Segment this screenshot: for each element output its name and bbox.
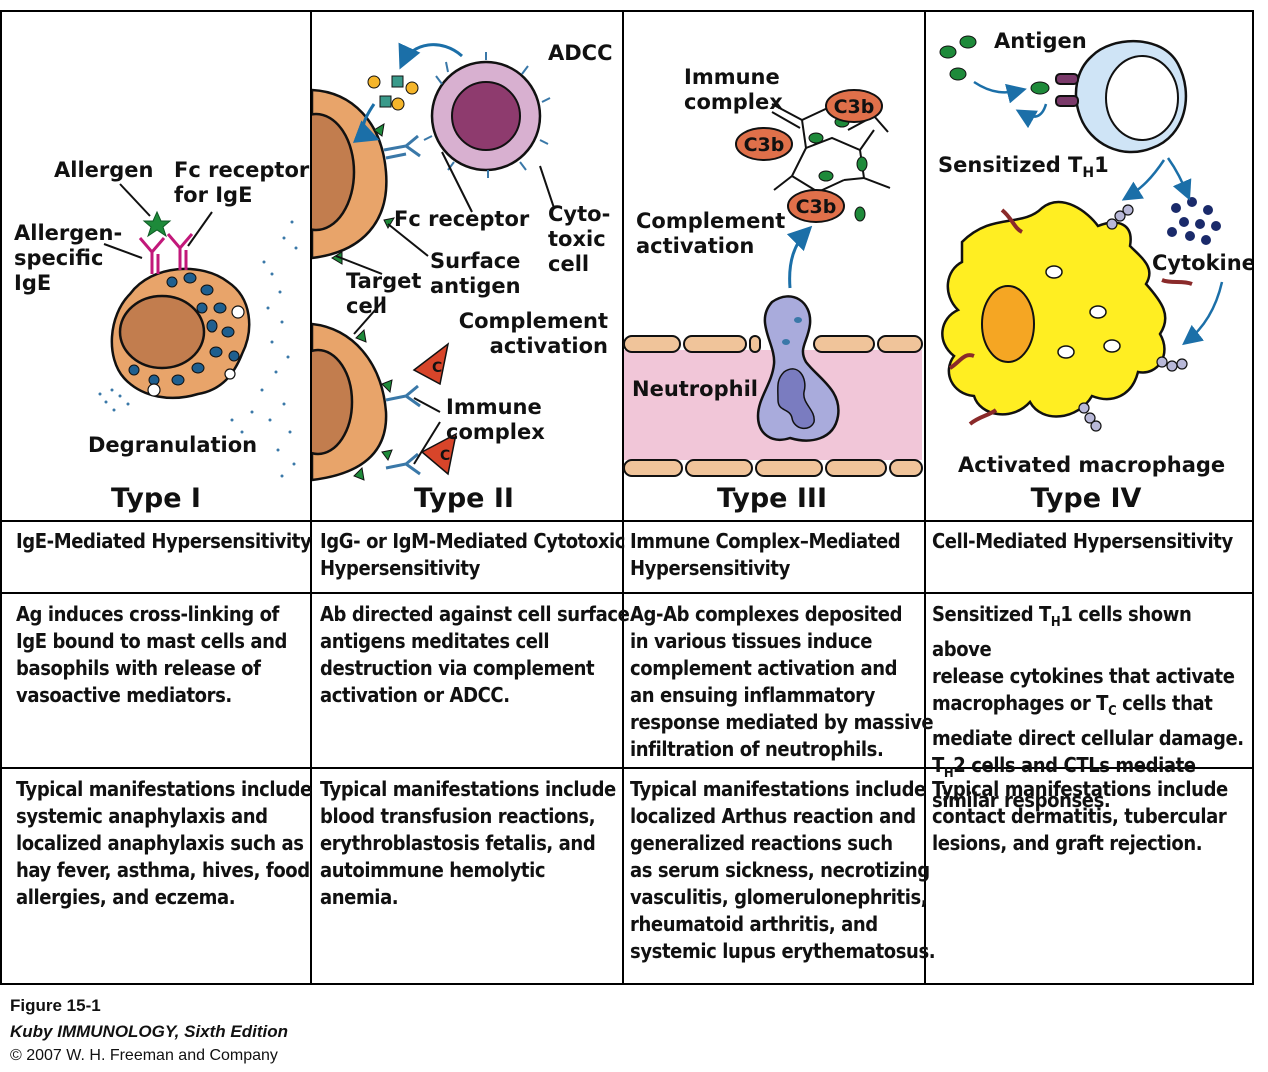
label-immune-complex: Immune xyxy=(446,395,542,419)
endothelium-bottom xyxy=(623,459,923,477)
label-cytotoxic-line3: cell xyxy=(548,252,589,276)
exocytosis-vesicles xyxy=(147,305,245,397)
type4-title: Type IV xyxy=(1031,483,1142,514)
label-activated-macrophage: Activated macrophage xyxy=(958,453,1225,477)
cytokine-receptor xyxy=(1078,204,1188,432)
c3b-molecules: C3b C3b C3b xyxy=(735,89,883,223)
label-c3b: C3b xyxy=(834,96,875,118)
fc-receptor xyxy=(423,52,551,178)
mechanism-type4: Sensitized TH1 cells shown above release… xyxy=(932,602,1244,812)
label-immune-complex: Immune xyxy=(684,65,780,89)
cytokine-dots xyxy=(1167,197,1221,245)
ige-antibody xyxy=(138,233,194,274)
row-name-type4: Cell-Mediated Hypersensitivity xyxy=(932,529,1233,553)
granules xyxy=(128,272,240,386)
mechanism-type2: Ab directed against cell surface antigen… xyxy=(320,602,630,707)
label-c3b: C3b xyxy=(796,196,837,218)
surface-antigen xyxy=(331,123,396,481)
label-complement-line2: activation xyxy=(636,234,754,258)
activated-macrophage xyxy=(941,200,1167,418)
type3-illustration: C3b C3b C3b Immune complex Complement ac… xyxy=(623,65,923,514)
adcc-arrow xyxy=(398,42,464,70)
cytotoxic-granules xyxy=(367,75,419,111)
granule-arrow xyxy=(352,103,380,143)
row-name-type1: IgE-Mediated Hypersensitivity xyxy=(16,529,312,553)
macrophage-vesicles xyxy=(1045,265,1121,359)
th1-nucleus xyxy=(1105,55,1179,141)
row-divider xyxy=(2,592,1252,594)
label-immune-complex-line2: complex xyxy=(684,90,783,114)
svg-text:C: C xyxy=(432,360,442,376)
type3-title: Type III xyxy=(717,483,827,514)
label-allergen-specific: Allergen- xyxy=(14,221,122,245)
row-name-type3: Immune Complex–Mediated Hypersensitivity xyxy=(630,529,901,580)
manifestations-type2: Typical manifestations include blood tra… xyxy=(320,777,616,909)
label-fc-receptor: Fc receptor xyxy=(394,207,530,231)
label-surface-antigen-line2: antigen xyxy=(430,274,521,298)
label-complement-line2: activation xyxy=(490,334,608,358)
manifestations-type1: Typical manifestations include systemic … xyxy=(16,777,312,909)
mechanism-type3: Ag-Ab complexes deposited in various tis… xyxy=(630,602,934,761)
cytotoxic-cell-nucleus xyxy=(451,81,521,151)
row-name-type2: IgG- or IgM-Mediated Cytotoxic Hypersens… xyxy=(320,529,626,580)
figure-number: Figure 15-1 xyxy=(10,996,101,1015)
book-title: Kuby IMMUNOLOGY, Sixth Edition xyxy=(10,1022,288,1041)
copyright-notice: © 2007 W. H. Freeman and Company xyxy=(10,1047,278,1064)
hypersensitivity-figure: Allergen Fc receptor for IgE Allergen- s… xyxy=(0,10,1254,985)
complement-c: C C xyxy=(412,342,458,476)
target-cell-nucleus xyxy=(312,112,356,232)
manifestations-type3: Typical manifestations include localized… xyxy=(630,777,936,963)
type2-illustration: C C ADCC Fc receptor Cyto- toxic cell Su… xyxy=(312,41,613,514)
label-cytotoxic-line2: toxic xyxy=(548,227,606,251)
type1-title: Type I xyxy=(111,483,201,514)
label-allergen-specific-line3: IgE xyxy=(14,271,51,295)
label-target-cell: Target xyxy=(346,269,421,293)
mast-cell-nucleus xyxy=(118,294,206,370)
macrophage-receptor xyxy=(948,208,1193,426)
label-allergen-specific-line2: specific xyxy=(14,246,103,270)
illustration-row: Allergen Fc receptor for IgE Allergen- s… xyxy=(14,29,1252,514)
macrophage-nucleus xyxy=(981,285,1035,363)
label-complement: Complement xyxy=(636,209,785,233)
label-antigen: Antigen xyxy=(994,29,1087,53)
label-c3b: C3b xyxy=(744,134,785,156)
label-surface-antigen: Surface xyxy=(430,249,520,273)
type4-illustration: Antigen Sensitized TH1 Cytokines Activat… xyxy=(938,29,1252,514)
column-divider xyxy=(622,12,624,983)
svg-text:C: C xyxy=(440,448,450,464)
label-degranulation: Degranulation xyxy=(88,433,257,457)
type1-illustration: Allergen Fc receptor for IgE Allergen- s… xyxy=(14,158,310,514)
allergen-icon xyxy=(142,210,172,238)
degranulation-dots xyxy=(98,220,298,478)
neutrophil-nucleus xyxy=(777,368,815,430)
label-complement: Complement xyxy=(459,309,608,333)
row-divider xyxy=(2,767,1252,769)
label-cytokines: Cytokines xyxy=(1152,251,1252,275)
label-target-cell-line2: cell xyxy=(346,294,387,318)
label-fc-receptor: Fc receptor xyxy=(174,158,310,182)
column-divider xyxy=(924,12,926,983)
endothelium-top xyxy=(623,335,923,353)
mechanism-type1: Ag induces cross-linking of IgE bound to… xyxy=(16,602,288,707)
label-sensitized-th1: Sensitized TH1 xyxy=(938,153,1109,181)
complement-arrow xyxy=(786,225,813,289)
type2-title: Type II xyxy=(414,483,514,514)
igg-antibody xyxy=(383,134,421,476)
column-divider xyxy=(310,12,312,983)
target-cell-lower-nucleus xyxy=(312,348,354,456)
tcr-receptor xyxy=(1055,73,1079,107)
label-adcc: ADCC xyxy=(548,41,613,65)
label-cytotoxic: Cyto- xyxy=(548,202,610,226)
manifestations-type4: Typical manifestations include contact d… xyxy=(932,777,1228,855)
row-divider xyxy=(2,520,1252,522)
label-allergen: Allergen xyxy=(54,158,153,182)
label-immune-complex-line2: complex xyxy=(446,420,545,444)
label-fc-receptor-line2: for IgE xyxy=(174,183,252,207)
antigen-icon xyxy=(939,35,1050,95)
label-neutrophil: Neutrophil xyxy=(632,377,758,401)
